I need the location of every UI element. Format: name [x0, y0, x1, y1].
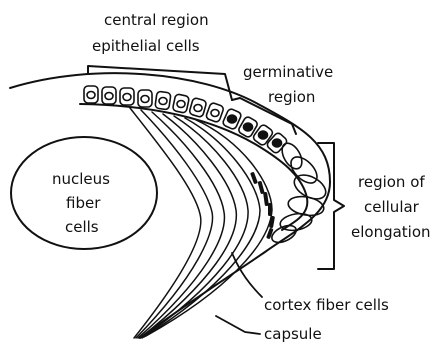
central-region-label-line2: epithelial cells — [92, 37, 200, 55]
nucleus-label-line2: fiber — [66, 194, 101, 212]
nucleus-label-line1: nucleus — [52, 170, 110, 188]
capsule-label: capsule — [264, 325, 322, 343]
epithelial-cell-nucleus — [141, 96, 149, 103]
elongating-nucleus — [263, 192, 269, 206]
germinative-cell-nucleus — [244, 123, 253, 131]
elongating-cells — [269, 140, 329, 246]
epithelial-cell — [120, 88, 134, 105]
epithelial-cell — [189, 97, 207, 117]
cortex-fiber-cells-label: cortex fiber cells — [264, 296, 389, 314]
epithelial-cell-nucleus — [177, 101, 185, 108]
central-epithelial-cells — [84, 86, 224, 123]
germinative-cell-nucleus — [228, 115, 237, 123]
epithelial-cell — [84, 86, 98, 103]
germinative-region-label-line2: region — [268, 88, 315, 106]
epithelial-cell — [205, 102, 224, 123]
elongating-nuclei — [250, 172, 275, 240]
central-region-label-line1: central region — [104, 11, 209, 29]
epithelial-cell — [102, 87, 116, 104]
germinative-cell-nucleus — [259, 131, 268, 139]
capsule-leader-line — [216, 316, 260, 334]
elongating-cell — [269, 222, 298, 246]
epithelial-cell-nucleus — [105, 93, 113, 100]
elongation-label-line1: region of — [358, 173, 425, 191]
elongating-nucleus — [268, 203, 272, 216]
germinative-cell-nucleus — [273, 139, 282, 147]
central-region-bracket — [88, 66, 232, 100]
nucleus-label-line3: cells — [65, 218, 99, 236]
epithelial-cell — [155, 91, 171, 110]
epithelial-cell-nucleus — [211, 110, 219, 117]
elongation-label-line3: elongation — [351, 223, 431, 241]
elongation-label-line2: cellular — [364, 198, 420, 216]
epithelial-cell-nucleus — [194, 105, 202, 112]
germinative-region-label-line1: germinative — [243, 63, 333, 81]
epithelial-cell-nucleus — [123, 94, 131, 101]
epithelial-cell-nucleus — [159, 98, 167, 105]
epithelial-cell — [138, 90, 152, 107]
epithelial-cell-nucleus — [87, 92, 95, 99]
epithelial-cell — [172, 94, 189, 114]
